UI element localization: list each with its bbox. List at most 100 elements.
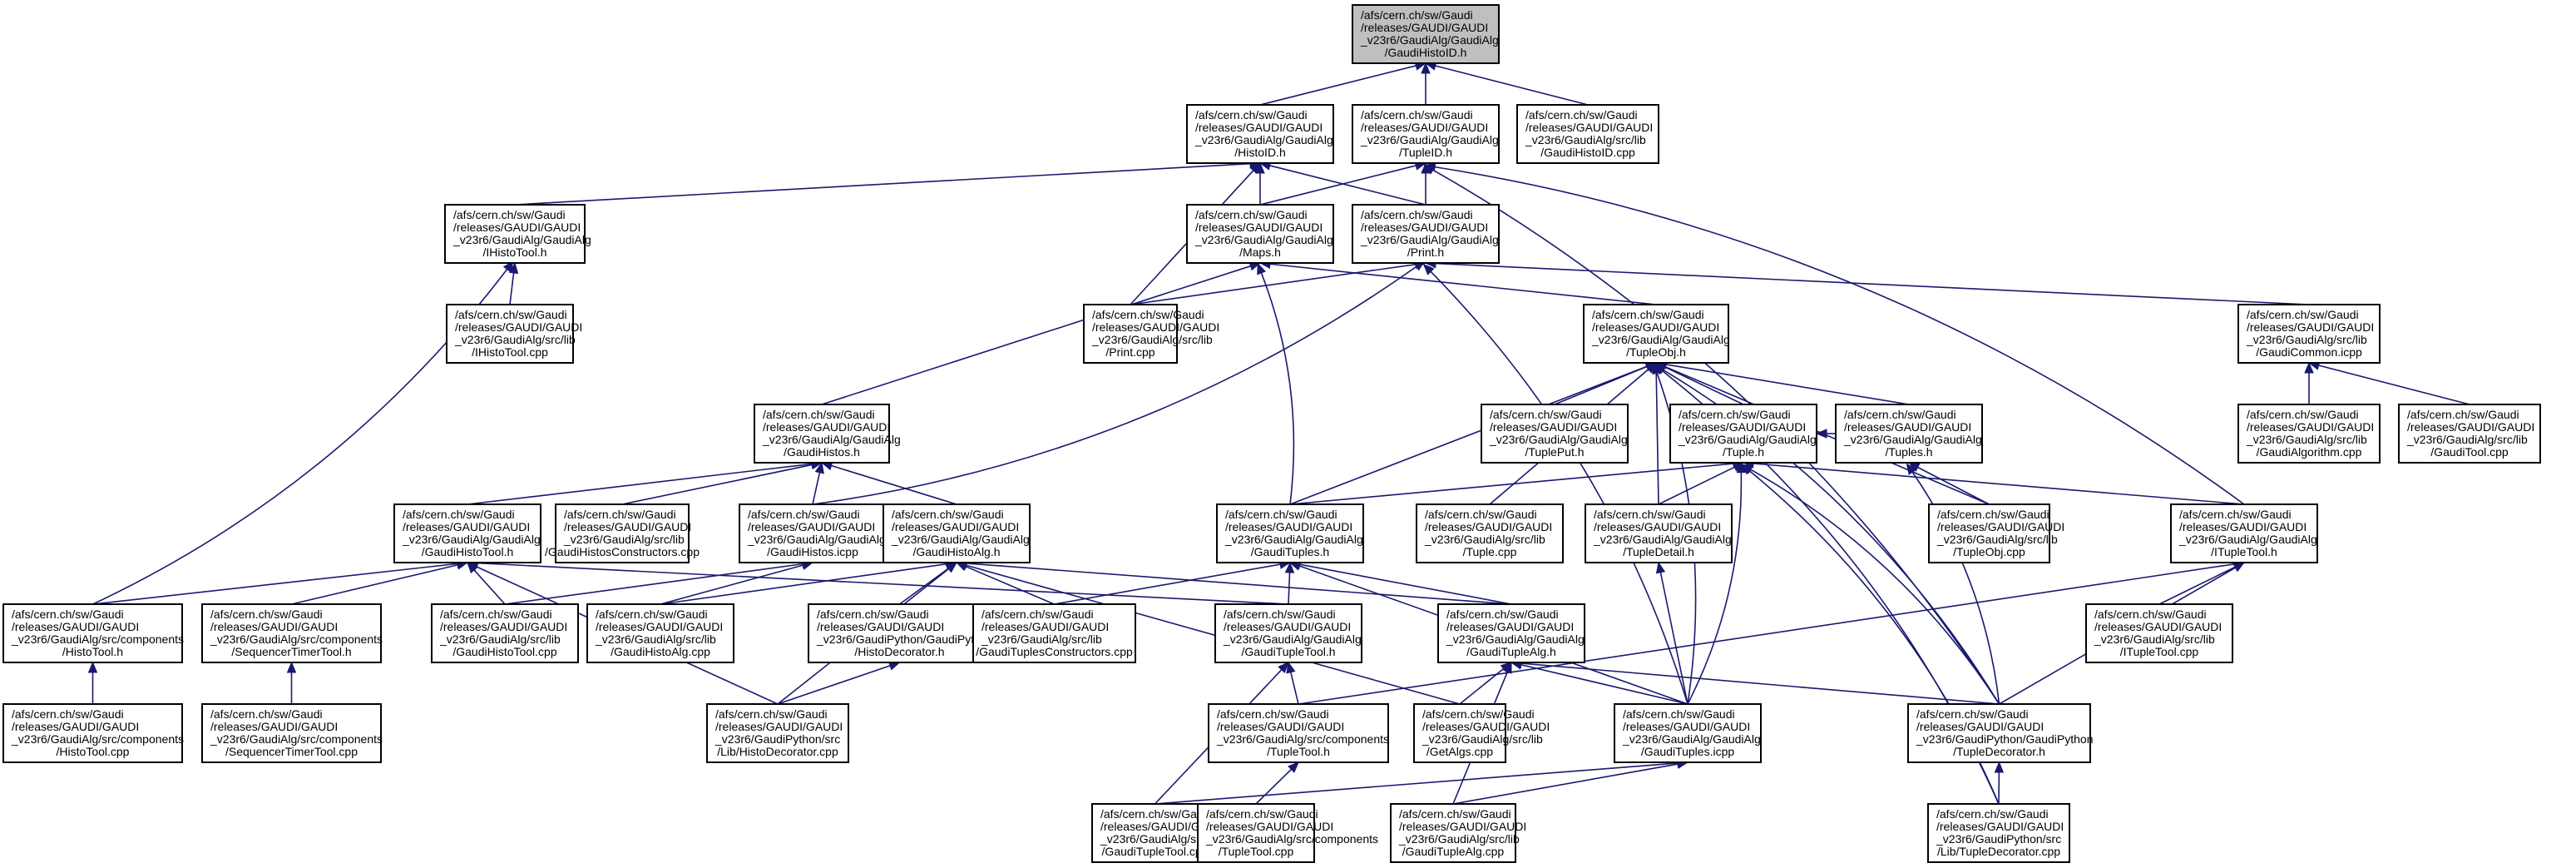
node-print_cpp[interactable]: /afs/cern.ch/sw/Gaudi/releases/GAUDI/GAU… xyxy=(1083,304,1219,364)
node-tupletool_cpp[interactable]: /afs/cern.ch/sw/Gaudi/releases/GAUDI/GAU… xyxy=(1197,803,1378,863)
edge-gaudituples_h-to-maps_h xyxy=(1260,272,1295,505)
node-tupledetail_h[interactable]: /afs/cern.ch/sw/Gaudi/releases/GAUDI/GAU… xyxy=(1585,503,1733,563)
node-tupleput_h[interactable]: /afs/cern.ch/sw/Gaudi/releases/GAUDI/GAU… xyxy=(1481,404,1629,464)
node-box[interactable] xyxy=(972,603,1136,663)
node-histotool_h[interactable]: /afs/cern.ch/sw/Gaudi/releases/GAUDI/GAU… xyxy=(2,603,184,663)
node-box[interactable] xyxy=(431,603,579,663)
node-box[interactable] xyxy=(1928,503,2050,563)
node-tupledecorator_h[interactable]: /afs/cern.ch/sw/Gaudi/releases/GAUDI/GAU… xyxy=(1907,703,2093,763)
node-label-line: _v23r6/GaudiAlg/GaudiAlg xyxy=(1360,33,1499,47)
node-box[interactable] xyxy=(2085,603,2233,663)
node-box[interactable] xyxy=(393,503,541,563)
node-box[interactable] xyxy=(201,703,382,763)
node-box[interactable] xyxy=(446,304,574,364)
node-box[interactable] xyxy=(1186,104,1334,164)
node-box[interactable] xyxy=(201,603,382,663)
node-histodecorator_cpp[interactable]: /afs/cern.ch/sw/Gaudi/releases/GAUDI/GAU… xyxy=(706,703,849,763)
node-tupleobj_h[interactable]: /afs/cern.ch/sw/Gaudi/releases/GAUDI/GAU… xyxy=(1583,304,1730,364)
node-gaudituplesconstructors_cpp[interactable]: /afs/cern.ch/sw/Gaudi/releases/GAUDI/GAU… xyxy=(972,603,1136,663)
node-gauditool_cpp[interactable]: /afs/cern.ch/sw/Gaudi/releases/GAUDI/GAU… xyxy=(2398,404,2541,464)
node-box[interactable] xyxy=(586,603,734,663)
node-gaudituples_h[interactable]: /afs/cern.ch/sw/Gaudi/releases/GAUDI/GAU… xyxy=(1216,503,1364,563)
node-gaudihistoalg_h[interactable]: /afs/cern.ch/sw/Gaudi/releases/GAUDI/GAU… xyxy=(883,503,1031,563)
node-gaudihistoid_cpp[interactable]: /afs/cern.ch/sw/Gaudi/releases/GAUDI/GAU… xyxy=(1516,104,1659,164)
node-box[interactable] xyxy=(1437,603,1585,663)
node-ituppletool_h[interactable]: /afs/cern.ch/sw/Gaudi/releases/GAUDI/GAU… xyxy=(2170,503,2318,563)
node-box[interactable] xyxy=(1416,503,1564,563)
node-box[interactable] xyxy=(1614,703,1762,763)
node-maps_h[interactable]: /afs/cern.ch/sw/Gaudi/releases/GAUDI/GAU… xyxy=(1186,204,1334,264)
node-label-line: _v23r6/GaudiAlg/GaudiAlg xyxy=(1593,533,1732,546)
node-box[interactable] xyxy=(1390,803,1516,863)
node-box[interactable] xyxy=(706,703,849,763)
node-getalgs_cpp[interactable]: /afs/cern.ch/sw/Gaudi/releases/GAUDI/GAU… xyxy=(1413,703,1550,763)
node-box[interactable] xyxy=(1669,404,1817,464)
node-box[interactable] xyxy=(2170,503,2318,563)
node-tupleobj_cpp[interactable]: /afs/cern.ch/sw/Gaudi/releases/GAUDI/GAU… xyxy=(1928,503,2064,563)
node-ihistotool_h[interactable]: /afs/cern.ch/sw/Gaudi/releases/GAUDI/GAU… xyxy=(444,204,591,264)
node-histotool_cpp[interactable]: /afs/cern.ch/sw/Gaudi/releases/GAUDI/GAU… xyxy=(2,703,184,763)
node-tuple_cpp[interactable]: /afs/cern.ch/sw/Gaudi/releases/GAUDI/GAU… xyxy=(1416,503,1564,563)
node-gaudihistosconstructors_cpp[interactable]: /afs/cern.ch/sw/Gaudi/releases/GAUDI/GAU… xyxy=(545,503,700,563)
node-box[interactable] xyxy=(1835,404,1983,464)
node-gaudituples_icpp[interactable]: /afs/cern.ch/sw/Gaudi/releases/GAUDI/GAU… xyxy=(1614,703,1762,763)
node-box[interactable] xyxy=(1516,104,1659,164)
node-box[interactable] xyxy=(1214,603,1362,663)
node-box[interactable] xyxy=(1481,404,1629,464)
node-box[interactable] xyxy=(555,503,690,563)
node-gaudihistos_icpp[interactable]: /afs/cern.ch/sw/Gaudi/releases/GAUDI/GAU… xyxy=(739,503,887,563)
node-box[interactable] xyxy=(1352,204,1500,264)
node-box[interactable] xyxy=(1583,304,1729,364)
node-box[interactable] xyxy=(2,603,183,663)
node-tuples_h[interactable]: /afs/cern.ch/sw/Gaudi/releases/GAUDI/GAU… xyxy=(1835,404,1983,464)
node-print_h[interactable]: /afs/cern.ch/sw/Gaudi/releases/GAUDI/GAU… xyxy=(1352,204,1500,264)
node-gaudicommon_icpp[interactable]: /afs/cern.ch/sw/Gaudi/releases/GAUDI/GAU… xyxy=(2237,304,2381,364)
node-root[interactable]: /afs/cern.ch/sw/Gaudi/releases/GAUDI/GAU… xyxy=(1352,4,1500,64)
node-tuple_h[interactable]: /afs/cern.ch/sw/Gaudi/releases/GAUDI/GAU… xyxy=(1669,404,1817,464)
node-box[interactable] xyxy=(1083,304,1178,364)
node-box[interactable] xyxy=(2237,404,2381,464)
node-sequencertimertool_h[interactable]: /afs/cern.ch/sw/Gaudi/releases/GAUDI/GAU… xyxy=(201,603,383,663)
node-gaudihistos_h[interactable]: /afs/cern.ch/sw/Gaudi/releases/GAUDI/GAU… xyxy=(754,404,901,464)
node-box[interactable] xyxy=(1216,503,1364,563)
node-tupletool_h[interactable]: /afs/cern.ch/sw/Gaudi/releases/GAUDI/GAU… xyxy=(1208,703,1389,763)
node-box[interactable] xyxy=(1197,803,1315,863)
node-box[interactable] xyxy=(1585,503,1733,563)
edge-gaudituples_icpp-to-gaudituplealg_h xyxy=(1520,663,1688,705)
node-box[interactable] xyxy=(1907,703,2091,763)
node-box[interactable] xyxy=(1352,104,1500,164)
node-sequencertimertool_cpp[interactable]: /afs/cern.ch/sw/Gaudi/releases/GAUDI/GAU… xyxy=(201,703,383,763)
node-gaudihistotool_cpp[interactable]: /afs/cern.ch/sw/Gaudi/releases/GAUDI/GAU… xyxy=(431,603,579,663)
node-ihistotool_cpp[interactable]: /afs/cern.ch/sw/Gaudi/releases/GAUDI/GAU… xyxy=(446,304,582,364)
node-box[interactable] xyxy=(808,603,991,663)
node-box[interactable] xyxy=(2398,404,2541,464)
node-label-line: /releases/GAUDI/GAUDI xyxy=(981,620,1109,633)
node-box[interactable] xyxy=(1352,4,1500,64)
node-box[interactable] xyxy=(1208,703,1389,763)
node-label-line: /releases/GAUDI/GAUDI xyxy=(1844,420,1971,434)
node-box[interactable] xyxy=(2237,304,2381,364)
edge-gauditool_cpp-to-gaudicommon_icpp xyxy=(2318,365,2470,405)
node-label-line: _v23r6/GaudiAlg/src/components xyxy=(210,632,383,646)
node-tupledecorator_cpp[interactable]: /afs/cern.ch/sw/Gaudi/releases/GAUDI/GAU… xyxy=(1927,803,2070,863)
node-label-line: /releases/GAUDI/GAUDI xyxy=(2247,320,2374,334)
node-box[interactable] xyxy=(1927,803,2070,863)
node-tupleid[interactable]: /afs/cern.ch/sw/Gaudi/releases/GAUDI/GAU… xyxy=(1352,104,1500,164)
node-gaudituplealg_h[interactable]: /afs/cern.ch/sw/Gaudi/releases/GAUDI/GAU… xyxy=(1437,603,1585,663)
node-box[interactable] xyxy=(883,503,1031,563)
node-box[interactable] xyxy=(754,404,890,464)
node-box[interactable] xyxy=(1413,703,1506,763)
node-gaudihistoalg_cpp[interactable]: /afs/cern.ch/sw/Gaudi/releases/GAUDI/GAU… xyxy=(586,603,734,663)
node-box[interactable] xyxy=(444,204,586,264)
node-gaudituplealg_cpp[interactable]: /afs/cern.ch/sw/Gaudi/releases/GAUDI/GAU… xyxy=(1390,803,1526,863)
node-box[interactable] xyxy=(1186,204,1334,264)
node-label-line: /GaudiTupleTool.h xyxy=(1241,645,1335,658)
node-box[interactable] xyxy=(2,703,183,763)
node-gaudihistotool_h[interactable]: /afs/cern.ch/sw/Gaudi/releases/GAUDI/GAU… xyxy=(393,503,541,563)
node-gaudialgorithm_cpp[interactable]: /afs/cern.ch/sw/Gaudi/releases/GAUDI/GAU… xyxy=(2237,404,2381,464)
node-ituppletool_cpp[interactable]: /afs/cern.ch/sw/Gaudi/releases/GAUDI/GAU… xyxy=(2085,603,2233,663)
node-histodecorator_h[interactable]: /afs/cern.ch/sw/Gaudi/releases/GAUDI/GAU… xyxy=(808,603,993,663)
node-gaudituppletool_h[interactable]: /afs/cern.ch/sw/Gaudi/releases/GAUDI/GAU… xyxy=(1214,603,1362,663)
node-gaudituppletool_cpp[interactable]: /afs/cern.ch/sw/Gaudi/releases/GAUDI/GAU… xyxy=(1091,803,1228,863)
node-histoid[interactable]: /afs/cern.ch/sw/Gaudi/releases/GAUDI/GAU… xyxy=(1186,104,1334,164)
